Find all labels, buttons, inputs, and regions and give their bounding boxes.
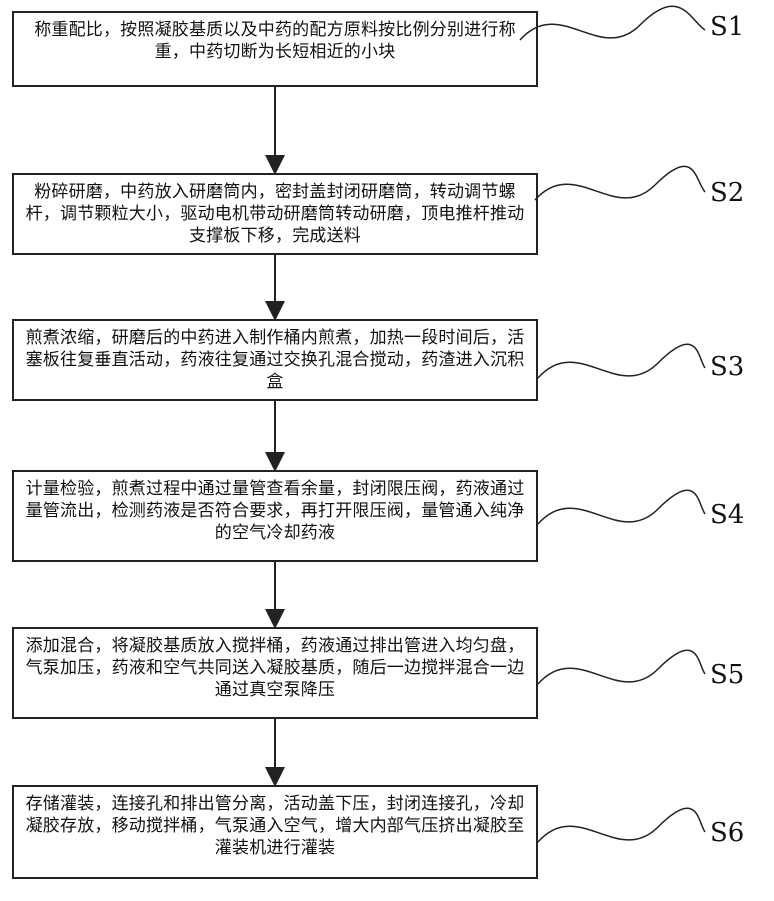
step-text-s1: 称重配比，按照凝胶基质以及中药的配方原料按比例分别进行称重，中药切断为长短相近的…: [34, 20, 516, 62]
leader-line-s3: [537, 343, 706, 379]
step-label-s2: S2: [710, 178, 745, 208]
leader-line-s4: [537, 489, 706, 525]
step-box-s4: 计量检验，煎煮过程中通过量管查看余量，封闭限压阀，药液通过量管流出，检测药液是否…: [12, 470, 538, 562]
step-text-s3: 煎煮浓缩，研磨后的中药进入制作桶内煎煮，加热一段时间后，活塞板往复垂直活动，药液…: [25, 328, 525, 392]
step-text-s4: 计量检验，煎煮过程中通过量管查看余量，封闭限压阀，药液通过量管流出，检测药液是否…: [25, 479, 525, 543]
leader-line-s1: [519, 5, 706, 41]
step-box-s1: 称重配比，按照凝胶基质以及中药的配方原料按比例分别进行称重，中药切断为长短相近的…: [12, 11, 538, 87]
leader-line-s5: [537, 649, 706, 685]
step-box-s2: 粉碎研磨，中药放入研磨筒内，密封盖封闭研磨筒，转动调节螺杆，调节颗粒大小，驱动电…: [12, 173, 538, 255]
step-text-s6: 存储灌装，连接孔和排出管分离，活动盖下压，封闭连接孔，冷却凝胶存放，移动搅拌桶，…: [25, 794, 525, 858]
step-label-s1: S1: [710, 12, 745, 42]
step-text-s5: 添加混合，将凝胶基质放入搅拌桶，药液通过排出管进入均匀盘，气泵加压，药液和空气共…: [25, 636, 525, 700]
step-label-s4: S4: [710, 500, 745, 530]
leader-line-s6: [537, 807, 706, 843]
step-label-s6: S6: [710, 818, 745, 848]
step-box-s3: 煎煮浓缩，研磨后的中药进入制作桶内煎煮，加热一段时间后，活塞板往复垂直活动，药液…: [12, 319, 538, 401]
step-label-s3: S3: [710, 352, 745, 382]
step-box-s6: 存储灌装，连接孔和排出管分离，活动盖下压，封闭连接孔，冷却凝胶存放，移动搅拌桶，…: [12, 785, 538, 879]
step-text-s2: 粉碎研磨，中药放入研磨筒内，密封盖封闭研磨筒，转动调节螺杆，调节颗粒大小，驱动电…: [25, 182, 525, 246]
step-label-s5: S5: [710, 660, 745, 690]
leader-line-s2: [534, 165, 706, 201]
